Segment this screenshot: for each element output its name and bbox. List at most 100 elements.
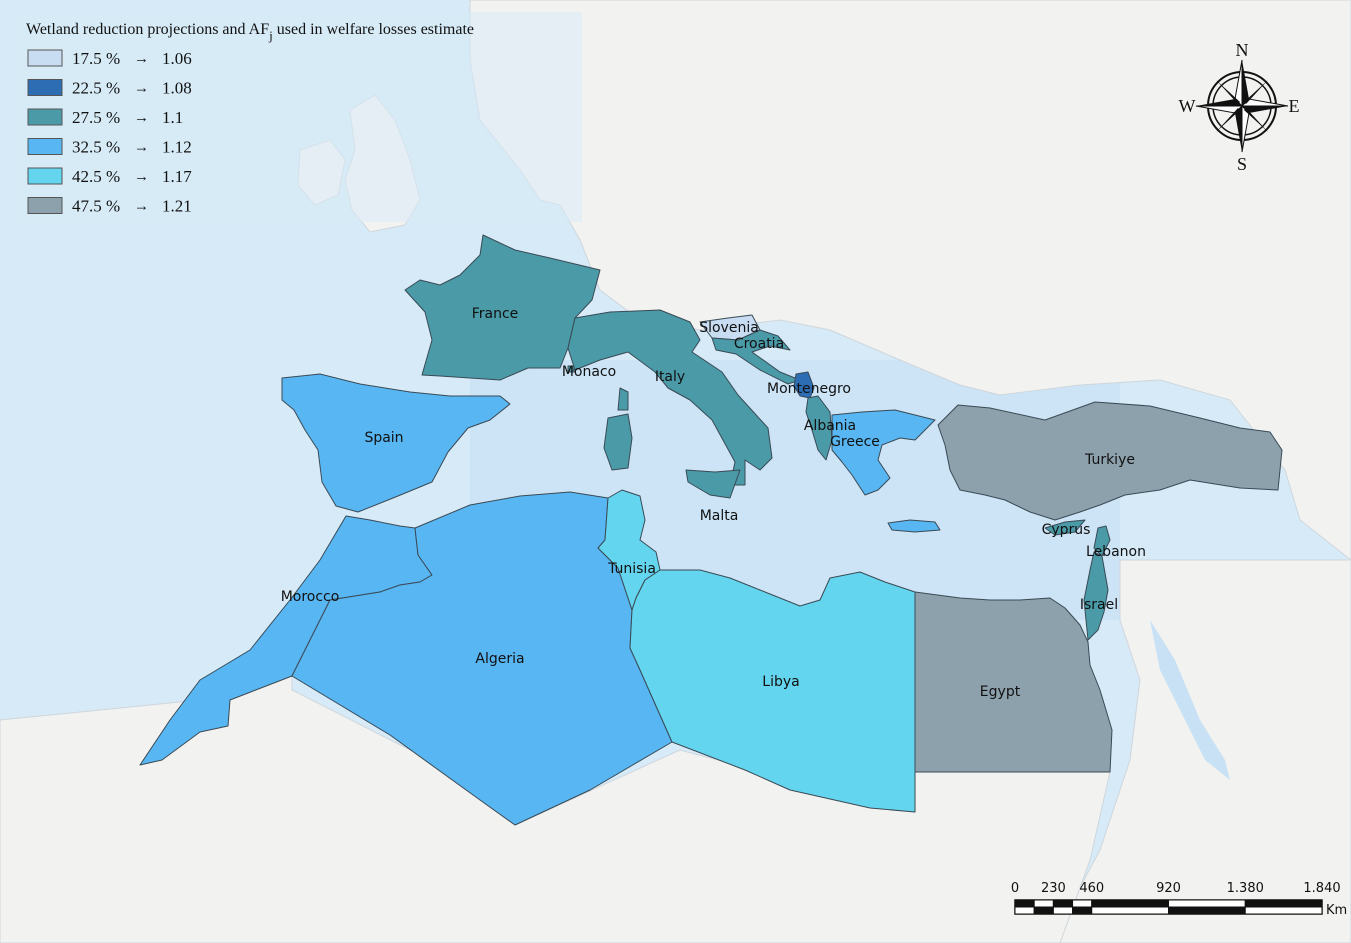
compass-south-label: S <box>1237 154 1247 174</box>
scale-segment <box>1033 906 1054 915</box>
country-israel[interactable] <box>1083 551 1109 641</box>
island-crete[interactable] <box>887 519 941 533</box>
scale-segment <box>1244 906 1323 915</box>
label-monaco: Monaco <box>562 364 616 380</box>
legend-swatch <box>27 138 63 155</box>
scale-tick-label: 0 <box>1011 881 1019 896</box>
legend-title-subscript: j <box>268 28 273 43</box>
scale-segment <box>1014 899 1035 908</box>
legend-item-af: 1.12 <box>162 138 192 157</box>
compass-point-e-dark <box>1242 106 1288 113</box>
scale-unit: Km <box>1326 903 1347 918</box>
legend-item-pct: 22.5 % <box>72 79 120 98</box>
label-greece: Greece <box>830 434 880 450</box>
legend-item-af: 1.17 <box>162 167 192 186</box>
scale-segment <box>1072 906 1093 915</box>
compass-point-sw <box>1216 108 1240 132</box>
scale-segments <box>1014 899 1323 915</box>
island-corsica[interactable] <box>617 387 629 411</box>
legend-arrow-icon: → <box>134 169 149 185</box>
legend-title-rest: used in welfare losses estimate <box>273 21 474 38</box>
scale-tick-label: 1.380 <box>1227 881 1264 896</box>
country-monaco[interactable] <box>567 365 575 373</box>
scale-bar: 0 230 460 920 1.380 1.840 Km <box>1011 881 1347 918</box>
scale-segment <box>1052 899 1074 908</box>
country-lebanon[interactable] <box>1093 525 1111 557</box>
scale-segment <box>1033 899 1054 908</box>
legend-arrow-icon: → <box>134 199 149 215</box>
label-cyprus: Cyprus <box>1042 522 1091 538</box>
country-croatia[interactable] <box>711 329 801 385</box>
label-italy: Italy <box>655 369 685 385</box>
scale-segment <box>1052 906 1074 915</box>
country-italy[interactable] <box>567 309 773 486</box>
country-labels: France Monaco Italy Slovenia Croatia Mon… <box>281 306 1146 700</box>
legend-item-pct: 17.5 % <box>72 49 120 68</box>
country-spain[interactable] <box>281 373 511 513</box>
label-egypt: Egypt <box>980 684 1021 700</box>
country-libya[interactable] <box>629 569 916 813</box>
scale-segment <box>1014 906 1035 915</box>
island-sicily[interactable] <box>685 469 741 499</box>
legend-title: Wetland reduction projections and AFj us… <box>26 21 474 43</box>
legend-swatch <box>27 79 63 96</box>
legend-arrow-icon: → <box>134 140 149 156</box>
legend-arrow-icon: → <box>134 110 149 126</box>
legend-swatch <box>27 197 63 214</box>
legend-item-pct: 42.5 % <box>72 167 120 186</box>
country-albania[interactable] <box>805 395 833 461</box>
scale-tick-label: 920 <box>1156 881 1181 896</box>
label-malta: Malta <box>700 508 739 524</box>
island-sardinia[interactable] <box>603 413 633 471</box>
compass-point-se <box>1244 108 1268 132</box>
legend-item-pct: 32.5 % <box>72 138 120 157</box>
compass-north-label: N <box>1236 40 1249 60</box>
scale-segment <box>1072 899 1093 908</box>
label-israel: Israel <box>1080 597 1118 613</box>
legend-item-af: 1.21 <box>162 197 192 216</box>
country-cyprus[interactable] <box>1044 519 1086 536</box>
legend-swatch <box>27 108 63 126</box>
compass-point-nw <box>1216 80 1240 104</box>
label-algeria: Algeria <box>475 651 524 667</box>
compass-point-n-dark <box>1242 60 1249 106</box>
compass-east-label: E <box>1289 96 1300 116</box>
scale-tick-label: 1.840 <box>1303 881 1340 896</box>
legend-background <box>12 12 582 222</box>
legend-arrow-icon: → <box>134 51 149 67</box>
label-libya: Libya <box>762 674 799 690</box>
scale-tick-label: 230 <box>1041 881 1066 896</box>
label-spain: Spain <box>364 430 403 446</box>
label-slovenia: Slovenia <box>699 320 759 336</box>
countries <box>139 234 1283 826</box>
label-croatia: Croatia <box>734 336 784 352</box>
legend-item-af: 1.1 <box>162 108 183 127</box>
label-tunisia: Tunisia <box>607 561 656 577</box>
legend-swatch <box>27 49 63 67</box>
scale-tick-labels: 0 230 460 920 1.380 1.840 <box>1011 881 1341 896</box>
country-egypt[interactable] <box>914 591 1113 773</box>
country-greece[interactable] <box>831 409 936 496</box>
legend: Wetland reduction projections and AFj us… <box>12 12 582 222</box>
compass-point-w-dark <box>1196 99 1242 106</box>
compass-point-s-dark <box>1235 106 1242 152</box>
scale-segment <box>1091 906 1169 915</box>
compass-point-ne <box>1244 80 1268 104</box>
legend-arrow-icon: → <box>134 81 149 97</box>
scale-segment <box>1091 899 1169 908</box>
compass-west-label: W <box>1179 96 1196 116</box>
legend-title-main: Wetland reduction projections and AF <box>26 21 269 38</box>
legend-item-pct: 47.5 % <box>72 197 120 216</box>
label-albania: Albania <box>804 418 856 434</box>
country-france[interactable] <box>404 234 601 381</box>
scale-tick-label: 460 <box>1079 881 1104 896</box>
label-turkiye: Turkiye <box>1084 452 1135 468</box>
country-turkiye[interactable] <box>937 401 1283 521</box>
label-montenegro: Montenegro <box>767 381 851 397</box>
legend-item-pct: 27.5 % <box>72 108 120 127</box>
legend-swatch <box>27 167 63 185</box>
legend-item-af: 1.08 <box>162 79 192 98</box>
